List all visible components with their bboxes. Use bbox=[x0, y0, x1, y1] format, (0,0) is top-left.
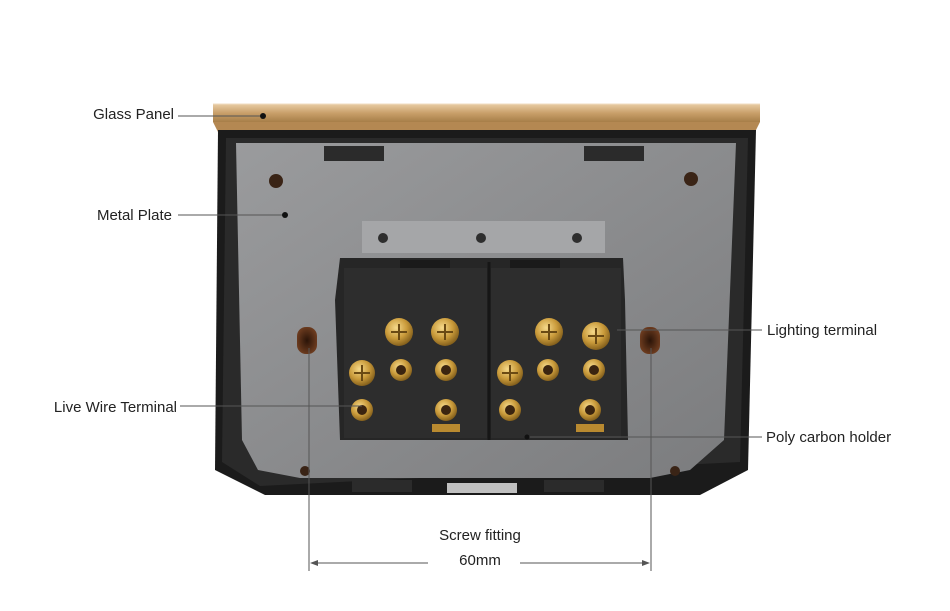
leader-lines bbox=[178, 113, 762, 571]
metal-plate-label: Metal Plate bbox=[96, 207, 172, 224]
poly-carbon-holder bbox=[335, 258, 628, 440]
terminal-screw bbox=[535, 318, 563, 346]
poly-carbon-holder-label: Poly carbon holder bbox=[766, 429, 892, 446]
terminal-hole bbox=[351, 399, 373, 421]
terminal-hole bbox=[579, 399, 601, 421]
glass-panel-label: Glass Panel bbox=[93, 106, 174, 123]
terminal-screw bbox=[582, 322, 610, 350]
terminal-hole bbox=[390, 359, 412, 381]
terminal-screw bbox=[497, 360, 523, 386]
terminal-hole bbox=[435, 359, 457, 381]
live-wire-terminal-label: Live Wire Terminal bbox=[53, 399, 177, 416]
terminal-hole bbox=[499, 399, 521, 421]
lighting-terminal-label: Lighting terminal bbox=[767, 322, 878, 339]
terminal-hole bbox=[435, 399, 457, 421]
terminal-screw bbox=[385, 318, 413, 346]
glass-panel bbox=[213, 103, 760, 132]
terminal-hole bbox=[537, 359, 559, 381]
terminal-screw bbox=[431, 318, 459, 346]
terminal-screw bbox=[349, 360, 375, 386]
terminals bbox=[349, 318, 610, 432]
terminal-hole bbox=[583, 359, 605, 381]
screw-fitting-label: Screw fitting bbox=[439, 527, 521, 544]
dimension-label: 60mm bbox=[459, 552, 501, 569]
